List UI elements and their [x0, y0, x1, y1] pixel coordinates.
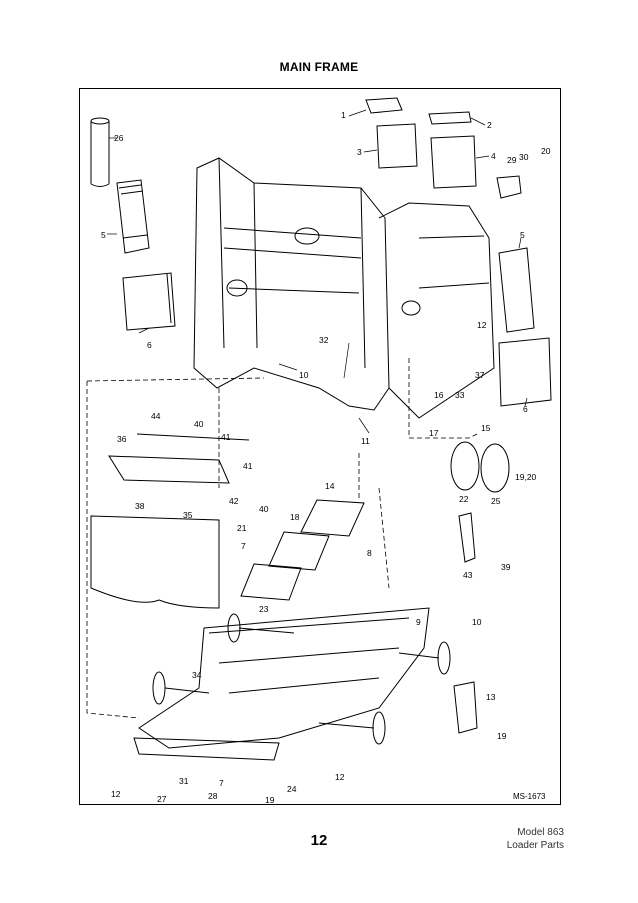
callout-16: 16: [434, 390, 444, 400]
lower-chassis-assembly: [133, 607, 451, 761]
callout-32: 32: [319, 335, 329, 345]
main-frame-assembly: [193, 157, 495, 419]
callout-20: 20: [541, 146, 551, 156]
callout-40-top: 40: [194, 419, 204, 429]
part-2-pad: [428, 111, 472, 125]
part-22-gasket: [450, 441, 480, 491]
part-5-left-block: [116, 179, 150, 254]
callout-8: 8: [367, 548, 372, 558]
part-43-plate: [458, 512, 476, 563]
callout-2: 2: [487, 120, 492, 130]
drawing-code: MS-1673: [513, 792, 546, 801]
callout-19-20: 19,20: [515, 472, 537, 482]
callout-5-left: 5: [101, 230, 106, 240]
callout-19-right: 19: [497, 731, 507, 741]
part-4-panel: [430, 135, 477, 189]
callout-17: 17: [429, 428, 439, 438]
page-number: 12: [310, 832, 328, 849]
diagram-border: [79, 88, 561, 805]
callout-42: 42: [229, 496, 239, 506]
callout-21: 21: [237, 523, 247, 533]
callout-40-mid: 40: [259, 504, 269, 514]
callout-19-bottom: 19: [265, 795, 275, 805]
callout-34: 34: [192, 670, 202, 680]
part-29-bracket: [496, 175, 522, 199]
callout-7-bottom: 7: [219, 778, 224, 788]
callout-12-left: 12: [111, 789, 121, 799]
part-36-tray: [108, 455, 230, 484]
callout-37: 37: [475, 370, 485, 380]
callout-18: 18: [290, 512, 300, 522]
footer-model: Model 863: [517, 827, 564, 838]
callout-31: 31: [179, 776, 189, 786]
callout-13: 13: [486, 692, 496, 702]
callout-22: 22: [459, 494, 469, 504]
callout-1: 1: [341, 110, 346, 120]
callout-41-top: 41: [221, 432, 231, 442]
callout-36: 36: [117, 434, 127, 444]
part-13-plate: [453, 681, 478, 734]
callout-27: 27: [157, 794, 167, 804]
callout-43: 43: [463, 570, 473, 580]
callout-15: 15: [481, 423, 491, 433]
part-25-gasket: [480, 443, 510, 493]
callout-25: 25: [491, 496, 501, 506]
footer-subtitle: Loader Parts: [506, 840, 564, 851]
callout-23: 23: [259, 604, 269, 614]
callout-12-bottom: 12: [335, 772, 345, 782]
callout-30: 30: [519, 152, 529, 162]
part-23-plate: [240, 563, 302, 601]
part-14-plate: [300, 499, 365, 537]
callout-28: 28: [208, 791, 218, 801]
callout-4: 4: [491, 151, 496, 161]
callout-12-top: 12: [477, 320, 487, 330]
callout-7-mid: 7: [241, 541, 246, 551]
callout-6-left: 6: [147, 340, 152, 350]
part-3-panel: [376, 123, 418, 169]
part-5-right-block: [498, 247, 535, 333]
part-26-cylinder: [90, 117, 110, 187]
callout-10-right: 10: [472, 617, 482, 627]
callout-24: 24: [287, 784, 297, 794]
callout-14: 14: [325, 481, 335, 491]
callout-5-right: 5: [520, 230, 525, 240]
callout-26: 26: [114, 133, 124, 143]
part-6-left-pad: [122, 272, 176, 331]
callout-33: 33: [455, 390, 465, 400]
callout-38: 38: [135, 501, 145, 511]
callout-29: 29: [507, 155, 517, 165]
part-6-right-pad: [498, 337, 552, 407]
exploded-parts-diagram: 1 2 3 4 5 5 6 6 26 29 30 20 12 32 37 10 …: [86, 97, 552, 805]
part-35-plate: [90, 515, 220, 609]
part-44-rod: [136, 433, 250, 441]
callout-3: 3: [357, 147, 362, 157]
callout-44: 44: [151, 411, 161, 421]
page-title: MAIN FRAME: [279, 60, 359, 74]
callout-35: 35: [183, 510, 193, 520]
part-18-plate: [268, 531, 330, 571]
callout-6-right: 6: [523, 404, 528, 414]
part-1-pad: [365, 97, 403, 114]
callout-39: 39: [501, 562, 511, 572]
callout-41-mid: 41: [243, 461, 253, 471]
footer-model-block: Model 863 Loader Parts: [507, 826, 564, 852]
callout-11: 11: [361, 436, 370, 446]
callout-9: 9: [416, 617, 421, 627]
callout-10-top: 10: [299, 370, 309, 380]
